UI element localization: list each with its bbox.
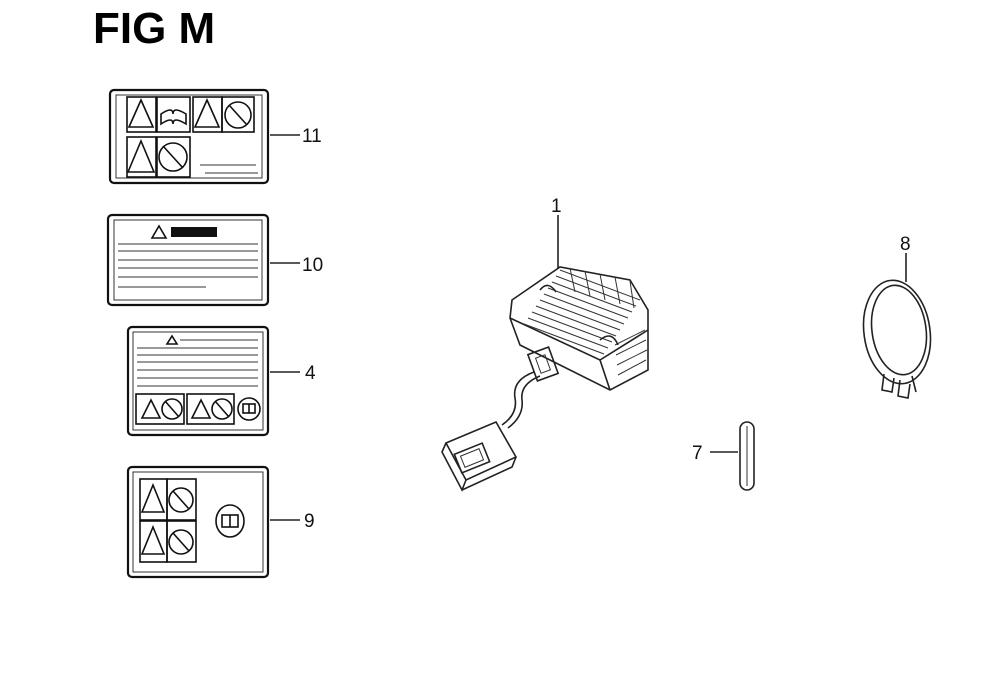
callout-10: 10 <box>302 255 323 276</box>
band-clamp[interactable] <box>857 276 937 399</box>
warning-triangle-icon <box>126 96 157 133</box>
manual-book-icon <box>215 504 245 538</box>
callout-1: 1 <box>551 196 562 217</box>
pin[interactable] <box>739 421 755 491</box>
prohibition-icon <box>166 478 197 521</box>
prohibition-icon <box>186 393 235 425</box>
callout-8: 8 <box>900 234 911 255</box>
warning-triangle-icon <box>135 393 185 425</box>
prohibition-icon <box>166 520 197 563</box>
prohibition-icon <box>221 96 255 133</box>
label-11[interactable] <box>108 88 270 185</box>
callout-7: 7 <box>692 443 703 464</box>
label-9[interactable] <box>126 465 270 579</box>
label-10[interactable] <box>106 213 270 307</box>
figure-title: FIG M <box>93 4 216 53</box>
callout-4: 4 <box>305 363 316 384</box>
callout-9: 9 <box>304 511 315 532</box>
callout-11: 11 <box>302 126 322 147</box>
manual-book-icon <box>237 397 261 421</box>
prohibition-icon <box>156 136 191 178</box>
warning-triangle-icon <box>126 136 157 178</box>
signal-word-banner <box>171 227 217 237</box>
label-4[interactable] <box>126 325 270 437</box>
regulator-rectifier[interactable] <box>441 266 649 492</box>
manual-book-icon <box>156 96 191 133</box>
